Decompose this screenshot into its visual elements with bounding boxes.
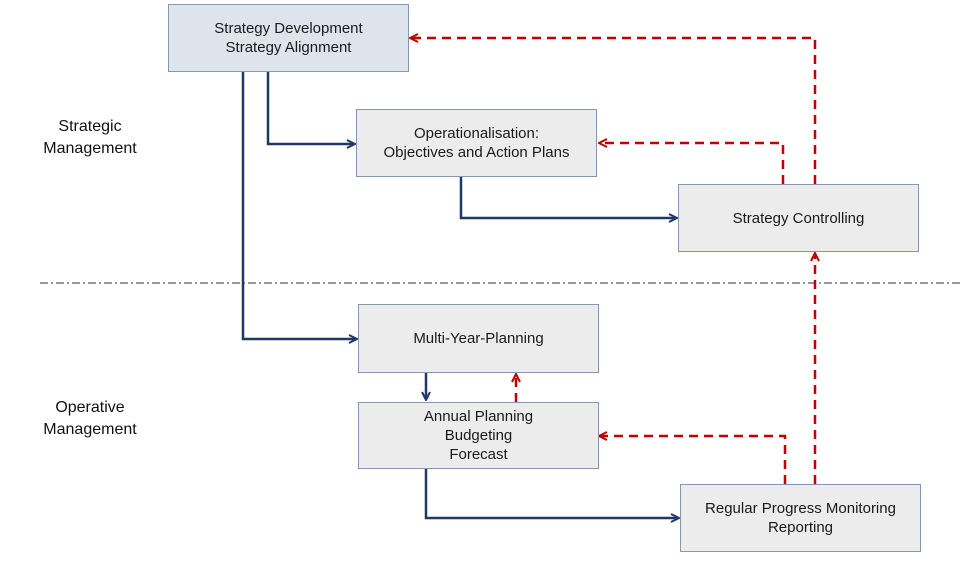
strategic-label-line-2: Management [43, 140, 137, 157]
multiyear-box-line-1: Multi-Year-Planning [413, 330, 544, 347]
strategic-management-label: Strategic Management [30, 116, 150, 160]
arrow-controlling-to-operationalisation [600, 143, 785, 184]
strategy-box-line-1: Strategy Development [214, 20, 363, 37]
strategy-development-box: Strategy Development Strategy Alignment [168, 4, 409, 72]
arrow-strategy-to-operationalisation [266, 72, 354, 144]
operationalisation-box-line-1: Operationalisation: [413, 125, 540, 142]
strategy-controlling-box: Strategy Controlling [678, 184, 919, 252]
operative-label-line-1: Operative [55, 399, 125, 416]
annual-planning-box: Annual Planning Budgeting Forecast [358, 402, 599, 469]
monitoring-box-line-2: Reporting [767, 519, 834, 536]
arrow-monitoring-to-annual [600, 436, 787, 484]
annual-box-line-1: Annual Planning [423, 408, 534, 425]
operative-management-label: Operative Management [30, 397, 150, 441]
arrow-annual-to-monitoring [424, 469, 678, 518]
annual-box-line-2: Budgeting [444, 427, 513, 444]
operative-label-line-2: Management [43, 421, 137, 438]
arrow-strategy-to-multiyear [241, 72, 356, 339]
monitoring-box-line-1: Regular Progress Monitoring [705, 500, 896, 517]
strategy-box-line-2: Strategy Alignment [225, 39, 352, 56]
multi-year-planning-box: Multi-Year-Planning [358, 304, 599, 373]
strategic-label-line-1: Strategic [58, 118, 122, 135]
controlling-box-line-1: Strategy Controlling [732, 209, 865, 227]
arrow-controlling-to-strategy [411, 38, 817, 184]
annual-box-line-3: Forecast [449, 446, 508, 463]
operationalisation-box-line-2: Objectives and Action Plans [383, 144, 570, 161]
progress-monitoring-box: Regular Progress Monitoring Reporting [680, 484, 921, 552]
operationalisation-box: Operationalisation: Objectives and Actio… [356, 109, 597, 177]
arrow-operationalisation-to-controlling [459, 177, 676, 218]
